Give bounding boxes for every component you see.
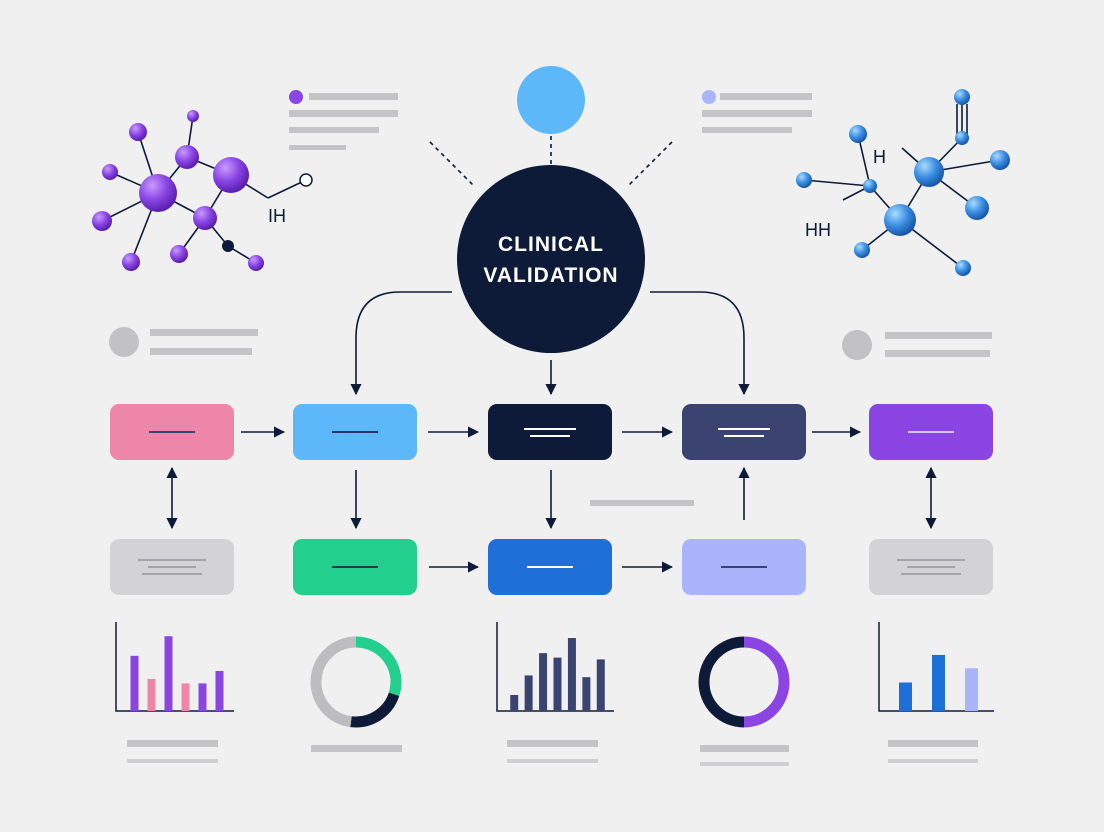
chart-bar <box>567 638 576 711</box>
molecule-right-icon: H HH <box>796 89 1010 276</box>
chart-bar <box>932 654 945 711</box>
text-placeholder-right <box>842 330 992 360</box>
chart-bar <box>539 653 548 711</box>
central-title-line-2: VALIDATION <box>483 264 618 287</box>
chart-bar <box>524 675 533 711</box>
text-placeholder-middle <box>590 500 694 506</box>
central-title-line-1: CLINICAL <box>498 233 604 256</box>
mini-chart-3 <box>496 622 614 712</box>
central-connectors <box>350 291 750 396</box>
central-node: CLINICAL VALIDATION <box>457 165 645 353</box>
chart-bar <box>215 670 224 711</box>
flow-box-navy <box>488 404 612 460</box>
chart-bar <box>198 683 207 711</box>
donut-segment <box>743 636 790 728</box>
molecule-right-label-top: H <box>873 147 886 167</box>
flow-row-top <box>110 404 993 460</box>
chart-axes <box>878 622 994 712</box>
chart-bar <box>147 678 156 711</box>
mini-chart-2 <box>310 636 402 728</box>
flow-box-slate <box>682 404 806 460</box>
mini-charts-row <box>115 622 994 728</box>
molecule-left-icon: IH <box>92 110 313 271</box>
chart-bar <box>553 657 562 711</box>
donut-segment <box>698 636 745 728</box>
flow-box-purple <box>869 404 993 460</box>
donut-segment <box>310 636 357 728</box>
chart-bar <box>582 677 591 711</box>
mini-chart-1 <box>115 622 234 712</box>
mini-chart-4 <box>698 636 790 728</box>
molecule-right-label-bottom: HH <box>805 220 831 240</box>
donut-segment <box>355 636 402 697</box>
flow-box-gray-left <box>110 539 234 595</box>
chart-bar <box>510 694 519 711</box>
flow-arrows <box>166 426 937 573</box>
flow-box-green <box>293 539 417 595</box>
chart-bar <box>164 636 173 711</box>
flow-box-pink <box>110 404 234 460</box>
flow-box-gray-right <box>869 539 993 595</box>
chart-bar <box>130 655 139 711</box>
chart-axes <box>115 622 234 712</box>
text-placeholder-top-right <box>702 90 812 133</box>
flow-box-sky <box>293 404 417 460</box>
connector-rays <box>429 136 673 187</box>
flow-row-bottom <box>110 539 993 595</box>
chart-bar <box>965 668 978 711</box>
flow-box-lavender <box>682 539 806 595</box>
chart-bar <box>181 683 190 711</box>
mini-chart-5 <box>878 622 994 712</box>
donut-segment <box>350 692 400 728</box>
chart-captions <box>127 740 978 766</box>
accent-circle <box>517 66 585 134</box>
chart-bar <box>596 659 605 711</box>
flow-box-blue <box>488 539 612 595</box>
text-placeholder-left <box>109 327 258 357</box>
text-placeholder-top-left <box>289 90 398 150</box>
molecule-left-label: IH <box>268 206 286 226</box>
chart-bar <box>899 682 912 711</box>
